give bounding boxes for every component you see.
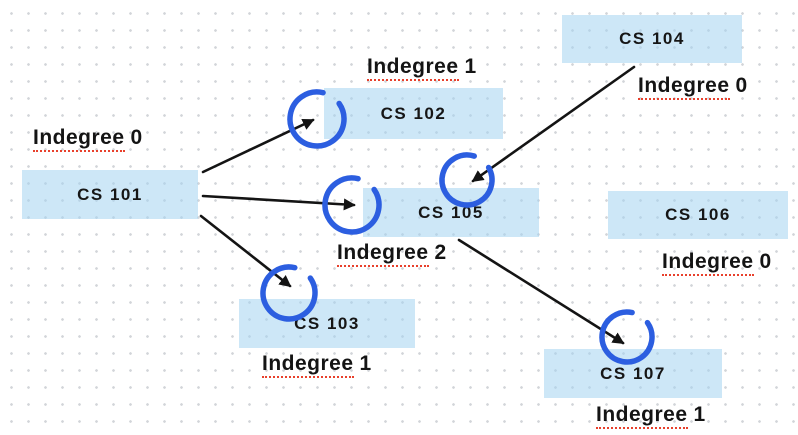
indegree-value: 1 <box>359 352 372 375</box>
node-cs103-label: CS 103 <box>294 313 360 333</box>
indegree-word: Indegree <box>33 126 125 152</box>
edge-cs101-cs103 <box>199 214 292 288</box>
node-cs107-label: CS 107 <box>600 363 666 383</box>
edge-cs101-cs102 <box>201 118 315 174</box>
indegree-word: Indegree <box>262 352 354 378</box>
indegree-word: Indegree <box>638 74 730 100</box>
node-cs105: CS 105 <box>363 188 539 237</box>
node-cs106-label: CS 106 <box>665 205 731 224</box>
indegree-value: 2 <box>434 241 447 264</box>
node-cs104: CS 104 <box>562 15 742 63</box>
indegree-word: Indegree <box>596 403 688 429</box>
node-cs106: CS 106 <box>608 191 788 239</box>
indegree-value: 1 <box>464 55 477 78</box>
indegree-word: Indegree <box>367 55 459 81</box>
node-cs102-label: CS 102 <box>380 103 447 123</box>
indegree-word: Indegree <box>662 250 754 276</box>
node-cs105-label: CS 105 <box>418 202 484 222</box>
indegree-value: 0 <box>759 250 772 273</box>
node-cs103: CS 103 <box>239 299 415 348</box>
indegree-value: 0 <box>130 126 143 149</box>
indegree-value: 0 <box>735 74 748 97</box>
node-cs102: CS 102 <box>324 88 503 139</box>
node-cs101: CS 101 <box>22 170 198 219</box>
indegree-value: 1 <box>693 403 706 426</box>
indegree-word: Indegree <box>337 241 429 267</box>
node-cs101-label: CS 101 <box>77 184 143 204</box>
edge-cs105-cs107 <box>457 238 625 345</box>
edge-cs101-cs105 <box>201 194 356 211</box>
node-cs104-label: CS 104 <box>619 29 685 48</box>
node-cs107: CS 107 <box>544 349 722 398</box>
